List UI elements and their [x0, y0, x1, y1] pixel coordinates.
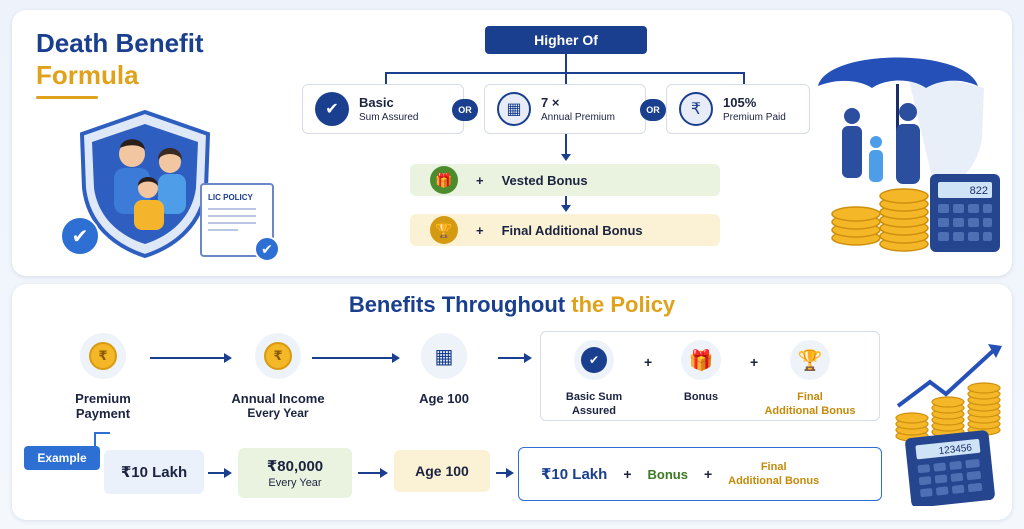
calculator-display-bottom: 123456 — [938, 443, 973, 457]
trophy-icon: 🏆 — [790, 340, 830, 380]
calendar-icon: ▦ — [421, 333, 467, 379]
plus-sign: + — [644, 354, 653, 370]
example-income-sub: Every Year — [268, 477, 322, 489]
step-age-100: ▦ Age 100 — [402, 333, 486, 406]
option-main: 105% — [723, 95, 757, 110]
step-premium-payment: ₹ Premium Payment — [58, 333, 148, 421]
final-bonus-row: 🏆 + Final Additional Bonus — [410, 214, 720, 246]
plus-sign: + — [623, 466, 632, 482]
option-sub: Sum Assured — [359, 112, 419, 123]
step-annual-income: ₹ Annual Income Every Year — [222, 333, 334, 421]
or-badge: OR — [640, 99, 666, 121]
growth-arrow-illustration: 123456 — [895, 344, 1002, 506]
component-label: Basic Sum — [565, 391, 623, 403]
shield-check-badge-icon: ✔ — [60, 216, 100, 256]
page-title-accent: Formula — [36, 60, 139, 90]
policy-check-icon: ✔ — [254, 236, 280, 262]
component-label: Final — [797, 391, 823, 403]
plus-sign: + — [703, 466, 713, 482]
rupee-coin-icon: ₹ — [264, 342, 292, 370]
family-shield-icon — [79, 109, 211, 258]
title-underline — [36, 96, 98, 99]
final-line1: Final — [760, 461, 787, 473]
example-result-bonus: Bonus — [647, 466, 688, 482]
component-label-2: Additional Bonus — [764, 405, 856, 417]
step-label: Annual Income — [231, 391, 325, 406]
plus-sign: + — [476, 172, 484, 188]
component-label: Bonus — [683, 391, 719, 403]
higher-of-label: Higher Of — [485, 26, 647, 54]
rupee-coin-icon: ₹ — [679, 92, 713, 126]
example-age-label: Age 100 — [415, 463, 469, 479]
example-age: Age 100 — [394, 450, 490, 492]
shield-check-icon: ✔ — [581, 347, 607, 373]
or-badge: OR — [452, 99, 478, 121]
plus-sign: + — [750, 354, 759, 370]
section-title-part2: the Policy — [571, 292, 676, 317]
calculator-display-top: 822 — [970, 185, 988, 197]
option-sub: Premium Paid — [723, 112, 786, 123]
option-annual-premium: ▦ 7 × Annual Premium — [484, 84, 646, 134]
example-income: ₹80,000 — [266, 458, 324, 475]
gift-icon: 🎁 — [681, 340, 721, 380]
shield-check-icon: ✔ — [315, 92, 349, 126]
vested-bonus-row: 🎁 + Vested Bonus — [410, 164, 720, 196]
step-label: Age 100 — [419, 391, 469, 406]
option-premium-paid: ₹ 105% Premium Paid — [666, 84, 810, 134]
example-tag: Example — [24, 446, 100, 470]
component-final-additional-bonus: 🏆 Final Additional Bonus — [750, 340, 870, 418]
option-sub: Annual Premium — [541, 112, 615, 123]
component-bonus: 🎁 Bonus — [668, 340, 734, 404]
final-bonus-label: Final Additional Bonus — [501, 222, 643, 238]
component-basic-sum-assured: ✔ Basic Sum Assured — [554, 340, 634, 418]
section-title-part1: Benefits Throughout — [348, 292, 566, 317]
rupee-coin-icon: ₹ — [89, 342, 117, 370]
option-main: Basic — [359, 95, 394, 110]
step-sub: Every Year — [247, 406, 309, 420]
option-main: 7 × — [541, 95, 560, 110]
example-amount: ₹10 Lakh — [120, 464, 188, 481]
component-label-2: Assured — [571, 405, 617, 417]
final-line2: Additional Bonus — [728, 475, 820, 487]
policy-doc-title: LIC POLICY — [208, 193, 253, 202]
calculator-icon: ▦ — [497, 92, 531, 126]
plus-sign: + — [476, 222, 484, 238]
step-label: Premium — [75, 391, 131, 406]
step-label-2: Payment — [75, 406, 131, 421]
option-basic-sum-assured: ✔ Basic Sum Assured — [302, 84, 464, 134]
page-title: Death Benefit — [36, 28, 204, 58]
example-result: ₹10 Lakh + Bonus + Final Additional Bonu… — [518, 447, 882, 501]
trophy-icon: 🏆 — [430, 216, 458, 244]
gift-icon: 🎁 — [430, 166, 458, 194]
example-result-amount: ₹10 Lakh — [541, 466, 608, 483]
vested-bonus-label: Vested Bonus — [501, 172, 588, 188]
umbrella-family-illustration: 822 — [818, 57, 1000, 252]
example-sum-assured: ₹10 Lakh — [104, 450, 204, 494]
section-title: Benefits Throughout the Policy — [0, 292, 1024, 318]
example-annual-income: ₹80,000 Every Year — [238, 448, 352, 498]
example-result-final-bonus: Final Additional Bonus — [728, 460, 819, 488]
